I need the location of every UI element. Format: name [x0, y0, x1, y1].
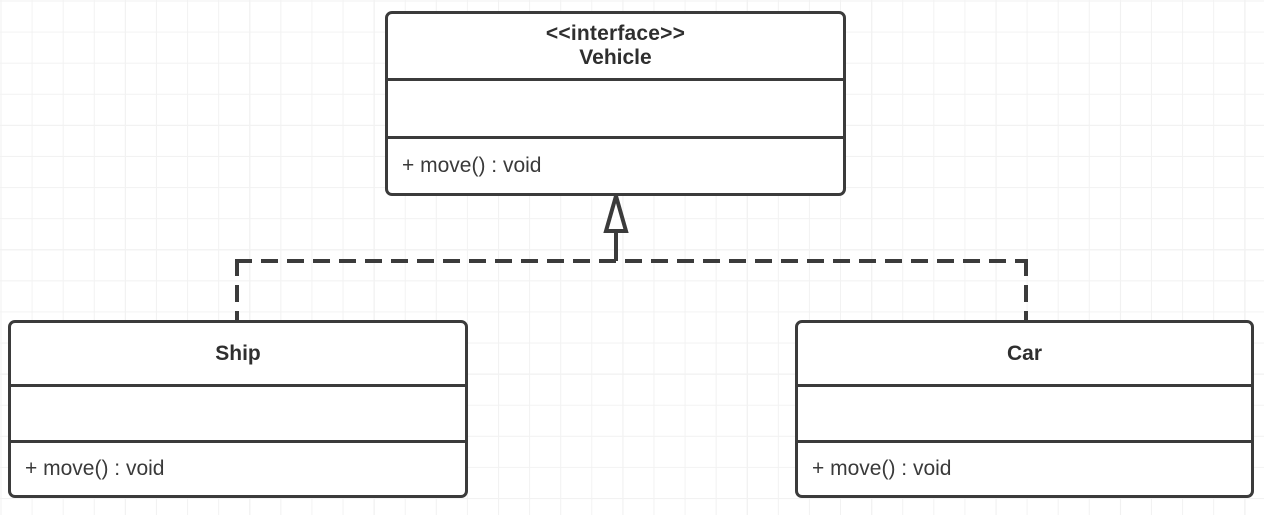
ship-name-compartment: Ship: [11, 323, 465, 384]
vehicle-name-compartment: <<interface>> Vehicle: [388, 14, 843, 78]
vehicle-attributes-compartment: [388, 78, 843, 136]
car-operations-compartment: + move() : void: [798, 440, 1251, 495]
car-operation: + move() : void: [812, 457, 952, 481]
car-class-name: Car: [1006, 341, 1043, 365]
ship-attributes-compartment: [11, 384, 465, 440]
vehicle-class-name: Vehicle: [579, 46, 652, 69]
vehicle-operation: + move() : void: [402, 154, 542, 178]
class-box-vehicle[interactable]: <<interface>> Vehicle + move() : void: [385, 11, 846, 196]
class-box-car[interactable]: Car + move() : void: [795, 320, 1254, 498]
vehicle-stereotype: <<interface>>: [545, 22, 686, 46]
class-box-ship[interactable]: Ship + move() : void: [8, 320, 468, 498]
ship-class-name: Ship: [215, 341, 261, 365]
ship-operation: + move() : void: [25, 457, 165, 481]
vehicle-operations-compartment: + move() : void: [388, 136, 843, 193]
ship-operations-compartment: + move() : void: [11, 440, 465, 495]
hollow-triangle-arrowhead-icon: [603, 188, 629, 233]
car-attributes-compartment: [798, 384, 1251, 440]
car-name-compartment: Car: [798, 323, 1251, 384]
